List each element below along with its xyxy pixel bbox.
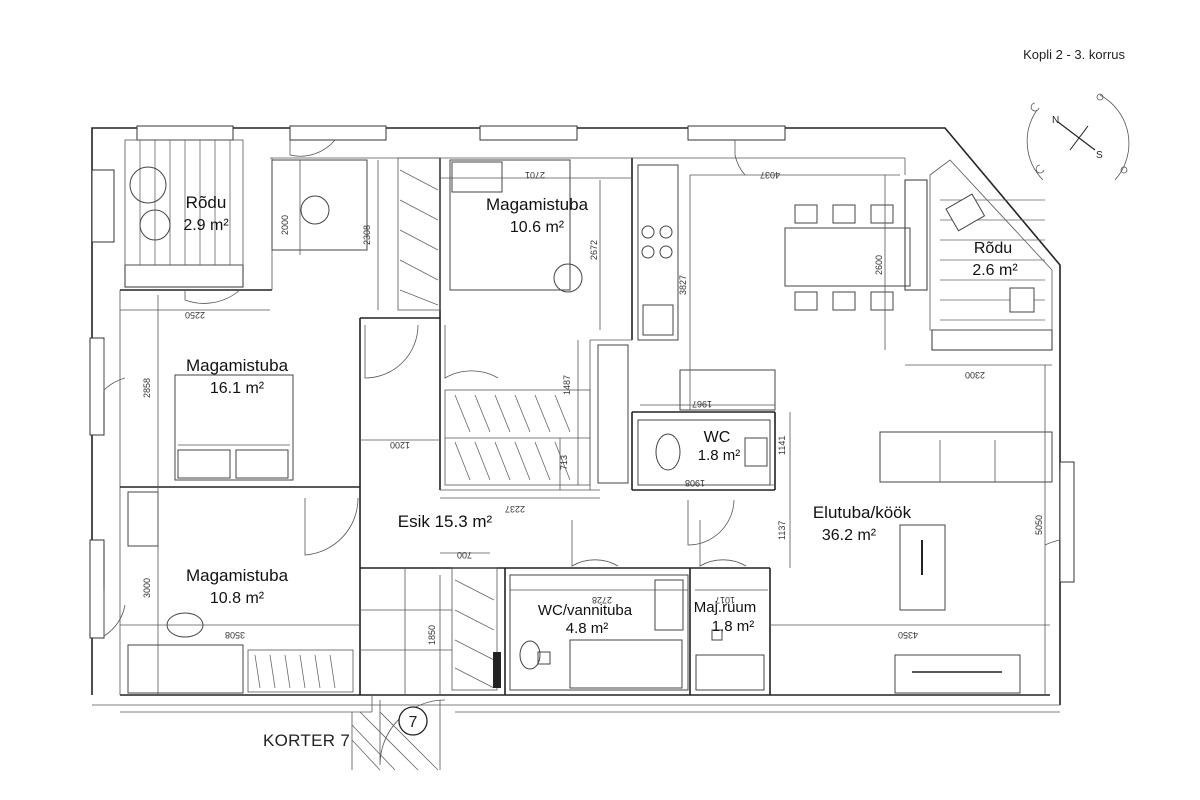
bed-double xyxy=(174,374,294,481)
room-area-utility: 1.8 m² xyxy=(712,618,755,635)
dim-label: 1967 xyxy=(692,399,712,409)
room-name-wc: WC xyxy=(704,429,731,446)
dim-label: 700 xyxy=(457,550,472,560)
room-name-bedroom-low: Magamistuba xyxy=(186,566,289,585)
room-area-bath: 4.8 m² xyxy=(566,620,609,637)
desks xyxy=(127,159,583,694)
room-name-utility: Maj.ruum xyxy=(694,599,757,616)
dim-label: 3827 xyxy=(678,275,688,295)
drain-icon xyxy=(537,651,551,665)
compass-north-label: N xyxy=(1052,115,1059,126)
dim-label: 2858 xyxy=(142,378,152,398)
dim-label: 4037 xyxy=(760,170,780,180)
bathtub-icon xyxy=(569,639,683,689)
room-name-bedroom-top: Magamistuba xyxy=(486,195,589,214)
room-area-living: 36.2 m² xyxy=(822,527,877,544)
dim-label: 2300 xyxy=(965,370,985,380)
dim-label: 2308 xyxy=(362,225,372,245)
sink-icon xyxy=(642,304,674,336)
dim-label: 2672 xyxy=(589,240,599,260)
room-area-rodu-right: 2.6 m² xyxy=(972,262,1018,279)
toilet-icon xyxy=(655,433,681,471)
moon-icon xyxy=(1035,164,1045,174)
bath-fixtures xyxy=(509,574,765,691)
balcony-left xyxy=(124,139,244,266)
windows xyxy=(89,125,1075,639)
hall-floor-grid xyxy=(360,568,452,695)
plant-icon xyxy=(139,209,171,241)
wardrobe-lower xyxy=(247,567,501,693)
sun-icon xyxy=(1120,166,1128,174)
moon-icon xyxy=(1030,102,1040,112)
dim-label: 1137 xyxy=(777,521,787,540)
room-name-rodu-right: Rõdu xyxy=(974,240,1012,257)
wardrobe-hall xyxy=(444,389,591,486)
outer-walls xyxy=(91,127,1061,706)
washing-machine-icon xyxy=(695,654,765,691)
coffee-table xyxy=(899,524,946,611)
room-name-bedroom-mid: Magamistuba xyxy=(186,356,289,375)
dim-label: 3000 xyxy=(142,578,152,598)
dim-label: 1141 xyxy=(777,436,787,455)
dim-label: 2728 xyxy=(592,595,612,605)
dim-label: 2237 xyxy=(505,504,525,514)
dim-label: 713 xyxy=(559,455,569,470)
toilet-icon xyxy=(519,640,541,670)
dim-label: 3508 xyxy=(225,630,245,640)
interior-walls xyxy=(120,158,776,695)
stove-burner-icon xyxy=(659,245,673,259)
sink-icon xyxy=(744,437,768,467)
dimension-lines xyxy=(120,160,1052,695)
dim-label: 2000 xyxy=(280,215,290,235)
exterior-wall-strip xyxy=(120,695,1060,771)
dimension-labels: 2000 2308 2701 4037 2672 3827 2600 2250 … xyxy=(142,170,1044,645)
compass-south-label: S xyxy=(1096,150,1103,161)
dim-label: 2600 xyxy=(874,255,884,275)
room-name-bath: WC/vannituba xyxy=(538,602,633,619)
sofa xyxy=(879,431,1053,483)
dim-label: 1908 xyxy=(685,478,705,488)
doors xyxy=(103,139,1061,766)
stove-burner-icon xyxy=(659,225,673,239)
chair-icon xyxy=(553,263,583,293)
room-area-bedroom-low: 10.8 m² xyxy=(210,590,265,607)
bed-single-top xyxy=(449,159,571,291)
room-area-rodu-left: 2.9 m² xyxy=(183,217,229,234)
compass-rose: N S xyxy=(1026,93,1130,181)
dim-label: 4350 xyxy=(898,630,918,640)
dim-label: 1487 xyxy=(562,375,572,395)
kitchen-counter xyxy=(597,164,776,484)
plan-title: Kopli 2 - 3. korrus xyxy=(1023,47,1125,62)
dim-label: 2250 xyxy=(185,310,205,320)
room-area-wc: 1.8 m² xyxy=(698,447,741,464)
dim-label: 1017 xyxy=(715,595,735,605)
room-area-bedroom-top: 10.6 m² xyxy=(510,219,565,236)
room-area-bedroom-mid: 16.1 m² xyxy=(210,380,265,397)
stove-burner-icon xyxy=(641,225,655,239)
stove-burner-icon xyxy=(641,245,655,259)
tv-unit xyxy=(894,654,1021,694)
room-name-hall: Esik 15.3 m² xyxy=(398,512,493,531)
room-name-rodu-left: Rõdu xyxy=(186,193,227,212)
wardrobe-top xyxy=(397,157,441,311)
plant-icon xyxy=(129,166,167,204)
room-name-living: Elutuba/köök xyxy=(813,503,912,522)
sun-icon xyxy=(1096,93,1104,101)
dim-label: 2701 xyxy=(525,170,545,180)
drain-icon xyxy=(711,629,723,641)
chair-icon xyxy=(300,195,330,225)
apartment-number-badge: 7 xyxy=(398,706,428,736)
dim-label: 1850 xyxy=(427,625,437,645)
apartment-number: 7 xyxy=(409,714,418,731)
dim-label: 1200 xyxy=(390,440,410,450)
apartment-label: KORTER 7 xyxy=(263,731,351,750)
dim-label: 5050 xyxy=(1034,515,1044,535)
balcony-right xyxy=(929,159,1053,331)
dining-table xyxy=(784,204,911,311)
